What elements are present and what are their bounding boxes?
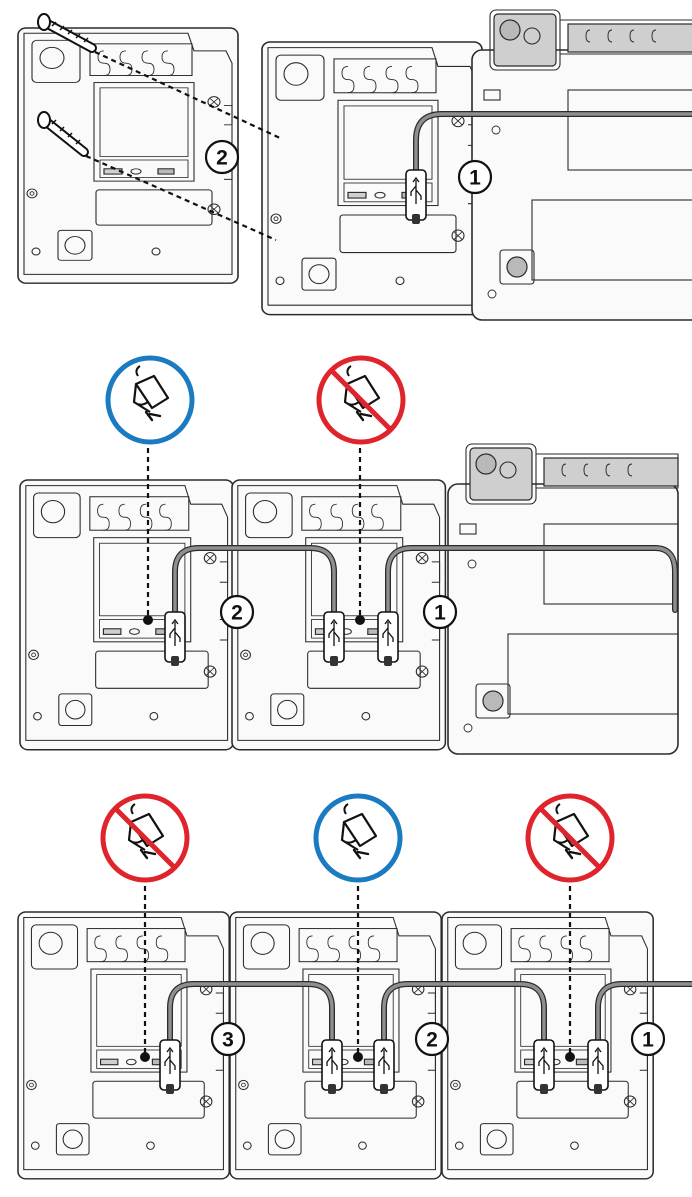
- phone-base-2: [447, 443, 679, 755]
- expansion-module-attached: [261, 41, 483, 316]
- power-adapter-prohibited-icon: [525, 793, 615, 883]
- usb-cable-link-1-phone: [587, 981, 692, 1095]
- usb-cable-link-3-2: [159, 981, 343, 1095]
- callout-3: 3: [210, 1021, 246, 1057]
- expansion-module-3: [17, 911, 230, 1180]
- power-adapter-allowed-icon: [313, 793, 403, 883]
- power-adapter-prohibited-icon: [316, 355, 406, 445]
- callout-2: 2: [204, 139, 240, 175]
- svg-text:2: 2: [426, 1029, 438, 1052]
- panel-two-modules: 2 1: [19, 355, 679, 755]
- svg-text:1: 1: [434, 602, 446, 625]
- callout-1: 1: [630, 1021, 666, 1057]
- callout-1: 1: [457, 159, 493, 195]
- alignment-line-bottom: [85, 154, 277, 242]
- panel-mount-module: 2 1: [17, 9, 692, 321]
- usb-cable: [405, 111, 692, 225]
- screw-top-icon: [37, 13, 97, 53]
- svg-text:3: 3: [222, 1029, 234, 1052]
- svg-text:1: 1: [642, 1029, 654, 1052]
- callout-1: 1: [422, 594, 458, 630]
- screw-bottom-icon: [37, 111, 89, 157]
- power-adapter-allowed-icon: [105, 355, 195, 445]
- usb-cable-link-2-1: [373, 981, 555, 1095]
- panel-three-modules: 3 2 1: [17, 793, 692, 1180]
- svg-text:2: 2: [231, 602, 243, 625]
- callout-2: 2: [219, 594, 255, 630]
- phone-base-1: [471, 9, 692, 321]
- alignment-line-top: [94, 51, 281, 139]
- usb-cable-module-link: [164, 545, 345, 667]
- svg-text:2: 2: [216, 147, 228, 170]
- power-adapter-prohibited-icon: [100, 793, 190, 883]
- usb-cable-phone-link: [377, 545, 678, 667]
- callout-2: 2: [414, 1021, 450, 1057]
- svg-text:1: 1: [469, 167, 481, 190]
- expansion-module-2: [19, 479, 235, 751]
